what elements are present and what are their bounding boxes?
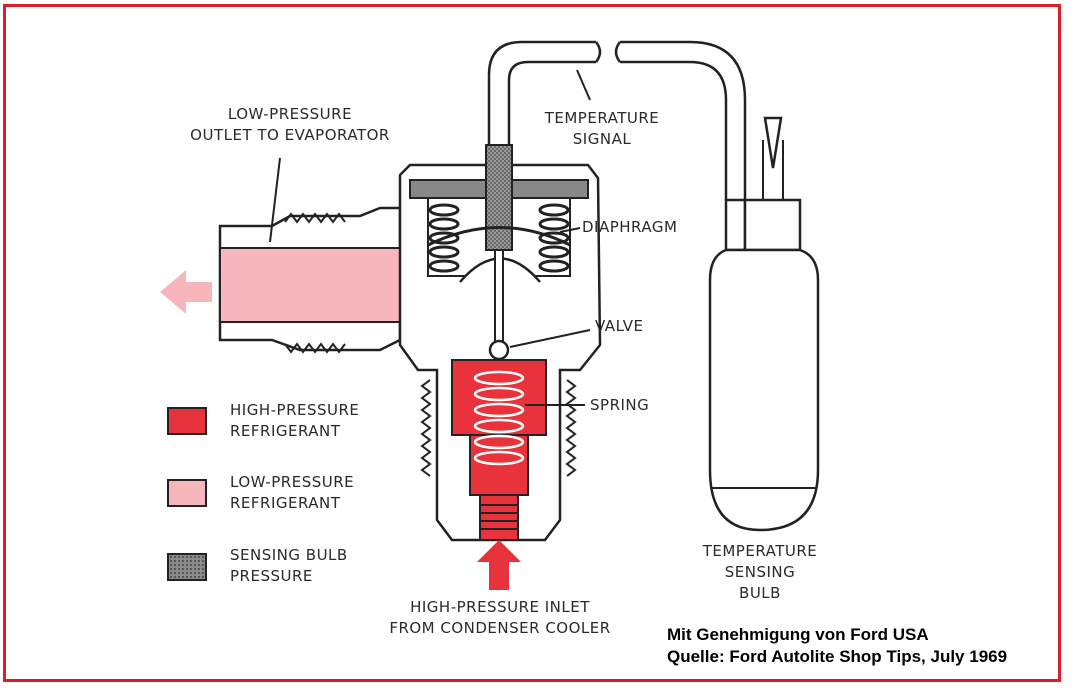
credit-text: Mit Genehmigung von Ford USA Quelle: For…: [667, 625, 1008, 666]
capillary-tube: [487, 40, 747, 200]
valve-label: VALVE: [595, 317, 644, 335]
legend-swatch-low-pressure: [167, 479, 207, 507]
high-pressure-chamber: [451, 359, 547, 541]
diagram-frame: [3, 4, 1061, 682]
leader-lines: [269, 69, 591, 406]
outlet-flow-arrow: [160, 270, 212, 314]
spring-label: SPRING: [590, 396, 650, 414]
legend-swatch-sensing-bulb: [167, 553, 207, 581]
diaphragm-label: DIAPHRAGM: [582, 218, 678, 236]
temperature-sensing-bulb-label: TEMPERATURE SENSING BULB: [702, 542, 818, 602]
temperature-sensing-bulb: [708, 116, 820, 532]
legend-swatch-high-pressure: [167, 407, 207, 435]
low-pressure-outlet-label: LOW-PRESSURE OUTLET TO EVAPORATOR: [190, 105, 390, 144]
temperature-signal-label: TEMPERATURE SIGNAL: [544, 109, 660, 148]
high-pressure-inlet-label: HIGH-PRESSURE INLET FROM CONDENSER COOLE…: [389, 598, 611, 637]
valve-stem: [488, 249, 510, 361]
legend-label-high-pressure: HIGH-PRESSURE REFRIGERANT: [230, 401, 360, 440]
inlet-flow-arrow: [477, 540, 521, 590]
legend-label-low-pressure: LOW-PRESSURE REFRIGERANT: [230, 473, 355, 512]
legend-label-sensing-bulb: SENSING BULB PRESSURE: [230, 546, 348, 585]
